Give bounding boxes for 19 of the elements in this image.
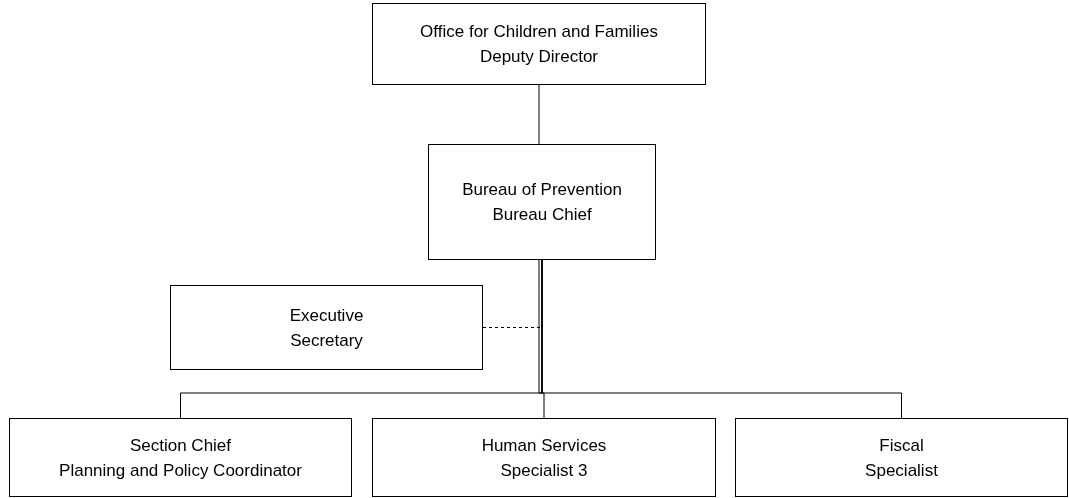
unit-title: Fiscal — [879, 434, 924, 457]
unit-title: Section Chief — [129, 434, 232, 457]
org-box — [9, 418, 352, 497]
position-title: Bureau Chief — [492, 204, 592, 226]
unit-title: Human Services — [481, 434, 607, 457]
unit-title: Office for Children and Families — [420, 21, 658, 43]
org-box — [372, 418, 716, 497]
connector-line — [541, 259, 902, 419]
org-box — [170, 285, 483, 370]
org-box — [372, 3, 706, 85]
position-title: Secretary — [290, 329, 363, 352]
position-title: Planning and Policy Coordinator — [59, 459, 302, 482]
unit-title: Bureau of Prevention — [462, 179, 622, 201]
position-title: Deputy Director — [479, 46, 599, 68]
position-title: Specialist 3 — [500, 459, 588, 482]
unit-title: Executive — [289, 304, 364, 327]
org-box — [735, 418, 1068, 497]
org-box — [428, 144, 656, 260]
position-title: Specialist — [865, 459, 938, 482]
